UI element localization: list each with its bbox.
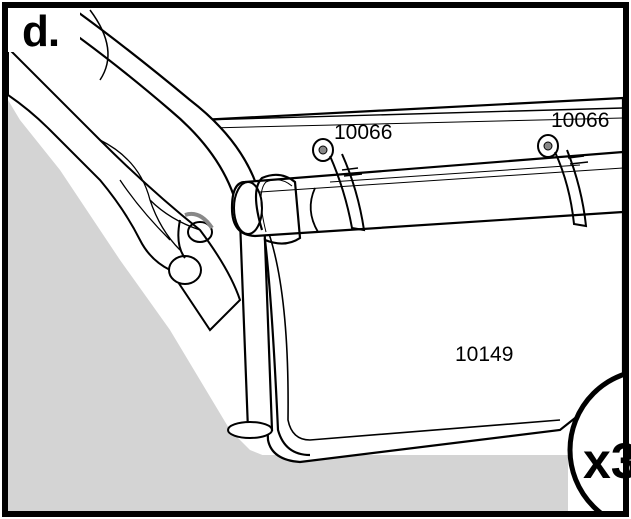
- quantity-label: x3: [583, 433, 631, 489]
- floor-shadow: [8, 100, 560, 511]
- part-label-clip-right: 10066: [551, 109, 610, 132]
- wire-loop: [254, 173, 311, 457]
- horizontal-tube: [230, 150, 623, 238]
- clip-10066-left: [312, 138, 366, 232]
- part-label-clip-left: 10066: [334, 121, 393, 144]
- handle-tube: [36, 8, 274, 432]
- knob: [168, 255, 202, 285]
- clip-10066-right: [537, 134, 589, 228]
- part-label-basket: 10149: [455, 343, 514, 366]
- step-label: d.: [22, 7, 60, 56]
- quantity-circle: [567, 372, 623, 511]
